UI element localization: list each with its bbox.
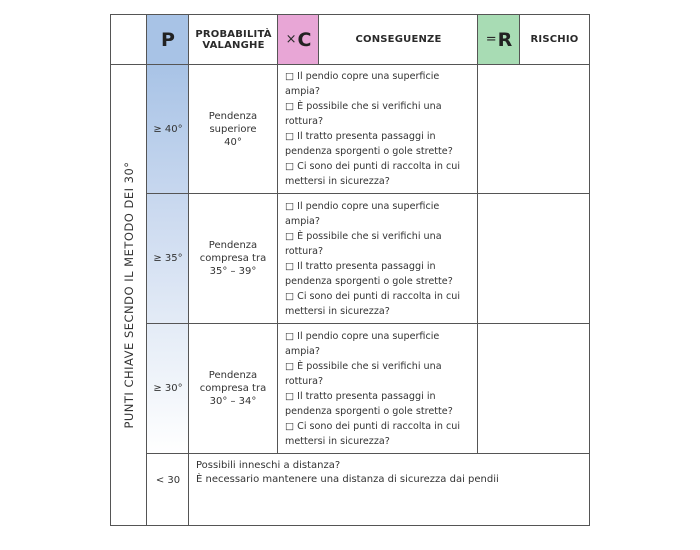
row-3-slope-line: 30° – 34° <box>209 396 257 407</box>
row-3-slope-line: compresa tra <box>199 383 267 394</box>
question-line: ampia? <box>285 216 320 227</box>
bottom-degree-cell: < 30 <box>147 454 189 506</box>
question-line: ampia? <box>285 86 320 97</box>
row-3-degree: ≥ 30° <box>153 383 183 394</box>
header-p-cell: P <box>147 15 189 64</box>
header-risk-cell: RISCHIO <box>520 15 589 64</box>
row-2-degree: ≥ 35° <box>153 253 183 264</box>
row-3-slope-line: Pendenza <box>208 370 258 381</box>
risk-label: RISCHIO <box>530 34 579 45</box>
question-line: pendenza sporgenti o gole strette? <box>285 406 453 417</box>
question-line: rottura? <box>285 116 324 127</box>
question-line: mettersi in sicurezza? <box>285 306 390 317</box>
divider <box>147 323 590 324</box>
risk-table-frame <box>110 14 590 526</box>
header-c-cell: × C <box>278 15 319 64</box>
question-line: pendenza sporgenti o gole strette? <box>285 146 453 157</box>
divider <box>188 453 189 526</box>
question-line: rottura? <box>285 246 324 257</box>
row-1-slope-cell: Pendenza superiore 40° <box>189 65 277 193</box>
question-line: □ Il pendio copre una superficie <box>285 201 440 212</box>
question-line: □ È possibile che si verifichi una <box>285 231 442 242</box>
c-prefix: × <box>285 32 297 47</box>
row-1-slope-line: superiore <box>209 123 257 135</box>
divider <box>318 14 319 64</box>
r-symbol: R <box>497 28 513 51</box>
divider <box>147 193 590 194</box>
p-symbol: P <box>161 28 175 51</box>
divider <box>147 453 590 454</box>
question-line: □ Il pendio copre una superficie <box>285 331 440 342</box>
row-2-slope-cell: Pendenza compresa tra 35° – 39° <box>189 194 277 323</box>
p-gradient-column <box>147 64 189 453</box>
row-2-questions: □ Il pendio copre una superficie ampia? … <box>285 199 475 319</box>
row-2-degree-cell: ≥ 35° <box>147 194 189 323</box>
row-1-slope-line: 40° <box>224 136 242 148</box>
question-line: □ Ci sono dei punti di raccolta in cui <box>285 421 461 432</box>
question-line: □ Ci sono dei punti di raccolta in cui <box>285 291 461 302</box>
row-2-slope-line: Pendenza <box>208 240 258 251</box>
question-line: □ Il tratto presenta passaggi in <box>285 261 436 272</box>
row-1-degree-cell: ≥ 40° <box>147 65 189 193</box>
header-probability-cell: PROBABILITÀ VALANGHE <box>189 15 278 64</box>
bottom-note-line: Possibili inneschi a distanza? <box>196 460 341 471</box>
divider <box>477 14 478 453</box>
row-1-degree: ≥ 40° <box>153 123 183 135</box>
question-line: □ Il pendio copre una superficie <box>285 71 440 82</box>
c-symbol: C <box>297 28 312 51</box>
question-line: mettersi in sicurezza? <box>285 176 390 187</box>
bottom-note-line: È necessario mantenere una distanza di s… <box>196 474 499 485</box>
divider <box>146 14 147 526</box>
divider <box>110 64 590 65</box>
row-3-questions: □ Il pendio copre una superficie ampia? … <box>285 329 475 449</box>
question-line: □ Ci sono dei punti di raccolta in cui <box>285 161 461 172</box>
header-consequences-cell: CONSEGUENZE <box>319 15 478 64</box>
divider <box>188 14 189 453</box>
probability-label-line1: PROBABILITÀ <box>195 28 272 40</box>
consequences-label: CONSEGUENZE <box>355 34 442 45</box>
row-2-slope-line: 35° – 39° <box>209 266 257 277</box>
divider <box>277 14 278 453</box>
row-3-slope-cell: Pendenza compresa tra 30° – 34° <box>189 324 277 453</box>
bottom-note: Possibili inneschi a distanza? È necessa… <box>196 459 586 487</box>
question-line: □ Il tratto presenta passaggi in <box>285 391 436 402</box>
bottom-degree: < 30 <box>155 474 181 486</box>
question-line: rottura? <box>285 376 324 387</box>
row-1-slope-line: Pendenza <box>208 110 258 122</box>
side-label-cell: PUNTI CHIAVE SECNDO IL METODO DEI 30° <box>110 64 147 526</box>
probability-label-line2: VALANGHE <box>202 39 265 51</box>
divider <box>519 14 520 64</box>
row-3-degree-cell: ≥ 30° <box>147 324 189 453</box>
header-r-cell: = R <box>478 15 520 64</box>
question-line: pendenza sporgenti o gole strette? <box>285 276 453 287</box>
question-line: ampia? <box>285 346 320 357</box>
r-prefix: = <box>485 32 497 47</box>
question-line: mettersi in sicurezza? <box>285 436 390 447</box>
question-line: □ Il tratto presenta passaggi in <box>285 131 436 142</box>
question-line: □ È possibile che si verifichi una <box>285 101 442 112</box>
side-label: PUNTI CHIAVE SECNDO IL METODO DEI 30° <box>121 161 136 429</box>
row-1-questions: □ Il pendio copre una superficie ampia? … <box>285 69 475 189</box>
row-2-slope-line: compresa tra <box>199 253 267 264</box>
question-line: □ È possibile che si verifichi una <box>285 361 442 372</box>
